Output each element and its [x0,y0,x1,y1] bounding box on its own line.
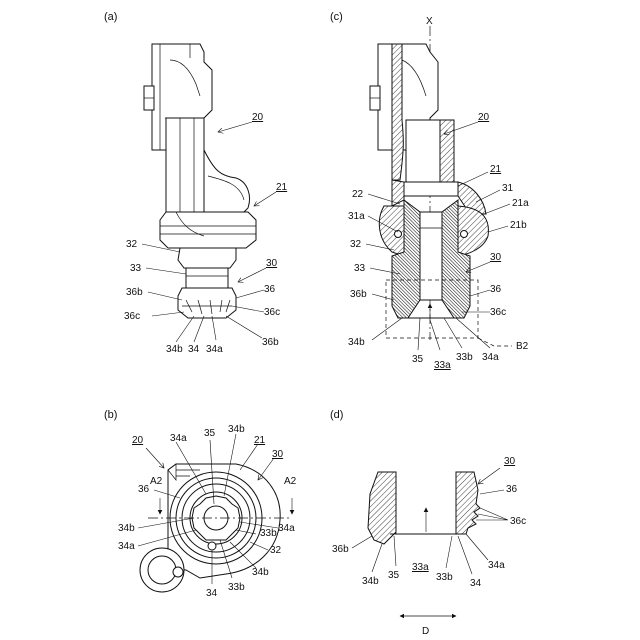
panel-b-ref-32: 32 [270,545,282,556]
panel-b-ref-20: 20 [132,435,144,446]
panel-c-ref-20: 20 [478,112,490,123]
panel-c: (c) X [330,11,529,371]
panel-b-ref-34: 34 [206,588,218,599]
panel-c-ref-21b: 21b [510,220,527,231]
panel-b-ref-36: 36 [138,484,150,495]
panel-b-ref-34b-left: 34b [118,523,135,534]
panel-c-ref-21a: 21a [512,198,529,209]
panel-d-ref-35: 35 [388,570,400,581]
panel-a: (a) [104,11,288,355]
panel-d-ref-36: 36 [506,484,518,495]
panel-c-ref-33: 33 [354,263,366,274]
panel-c-ref-34b: 34b [348,337,365,348]
panel-d-ref-33a: 33a [412,562,429,573]
panel-a-ref-33: 33 [130,263,142,274]
panel-b: (b) A2 A2 20 34a [104,409,297,599]
panel-d-ref-36c: 36c [510,516,526,527]
panel-b-ref-21: 21 [254,435,266,446]
panel-b-ref-35: 35 [204,428,216,439]
panel-b-ref-34a-right: 34a [278,523,295,534]
panel-c-drawing [370,44,488,318]
panel-c-ref-B2: B2 [516,341,529,352]
panel-d-ref-36b: 36b [332,544,349,555]
panel-a-ref-21: 21 [276,182,288,193]
panel-c-ref-36b: 36b [350,289,367,300]
panel-a-ref-32: 32 [126,239,138,250]
panel-b-ref-33b-right: 33b [260,528,277,539]
panel-a-ref-34a: 34a [206,344,223,355]
panel-c-ref-22: 22 [352,189,364,200]
panel-b-ref-34b-top: 34b [228,424,245,435]
panel-a-ref-20: 20 [252,112,264,123]
panel-d-ref-34a: 34a [488,560,505,571]
panel-a-ref-36: 36 [264,284,276,295]
panel-d-label: (d) [330,409,343,421]
panel-c-ref-34a: 34a [482,352,499,363]
panel-c-ref-31a: 31a [348,211,365,222]
panel-b-ref-34a-top: 34a [170,433,187,444]
panel-d-ref-33b: 33b [436,572,453,583]
panel-a-ref-36b-top: 36b [126,287,143,298]
panel-c-label: (c) [330,11,343,23]
panel-c-ref-30: 30 [490,252,502,263]
panel-b-ref-34a-left: 34a [118,541,135,552]
panel-a-ref-36b-bottom: 36b [262,337,279,348]
panel-b-ref-A2-left: A2 [150,476,163,487]
panel-d-drawing [368,472,480,544]
panel-c-ref-21: 21 [490,164,502,175]
panel-c-ref-33a: 33a [434,360,451,371]
panel-d-ref-30: 30 [504,456,516,467]
panel-c-ref-31: 31 [502,183,514,194]
panel-d-ref-34: 34 [470,578,482,589]
panel-c-ref-32: 32 [350,239,362,250]
panel-c-ref-36c: 36c [490,307,506,318]
panel-a-ref-36c-left: 36c [124,311,140,322]
panel-a-ref-30: 30 [266,258,278,269]
panel-b-ref-33b-bottom: 33b [228,582,245,593]
panel-b-ref-30: 30 [272,449,284,460]
panel-a-ref-34b: 34b [166,344,183,355]
panel-a-label: (a) [104,11,117,23]
panel-c-ref-33b: 33b [456,352,473,363]
panel-b-ref-A2-right: A2 [284,476,297,487]
panel-d-ref-34b: 34b [362,576,379,587]
panel-c-ref-36: 36 [490,284,502,295]
panel-b-label: (b) [104,409,117,421]
panel-c-ref-35: 35 [412,354,424,365]
panel-c-ref-X: X [426,16,433,27]
panel-d: (d) D 30 36 36c 36b 34a 34b 35 33a [330,409,526,637]
panel-a-drawing [144,44,256,318]
panel-d-ref-D: D [422,626,429,637]
panel-a-ref-34: 34 [188,344,200,355]
panel-a-ref-36c-right: 36c [264,307,280,318]
panel-b-ref-34b-bottom: 34b [252,567,269,578]
